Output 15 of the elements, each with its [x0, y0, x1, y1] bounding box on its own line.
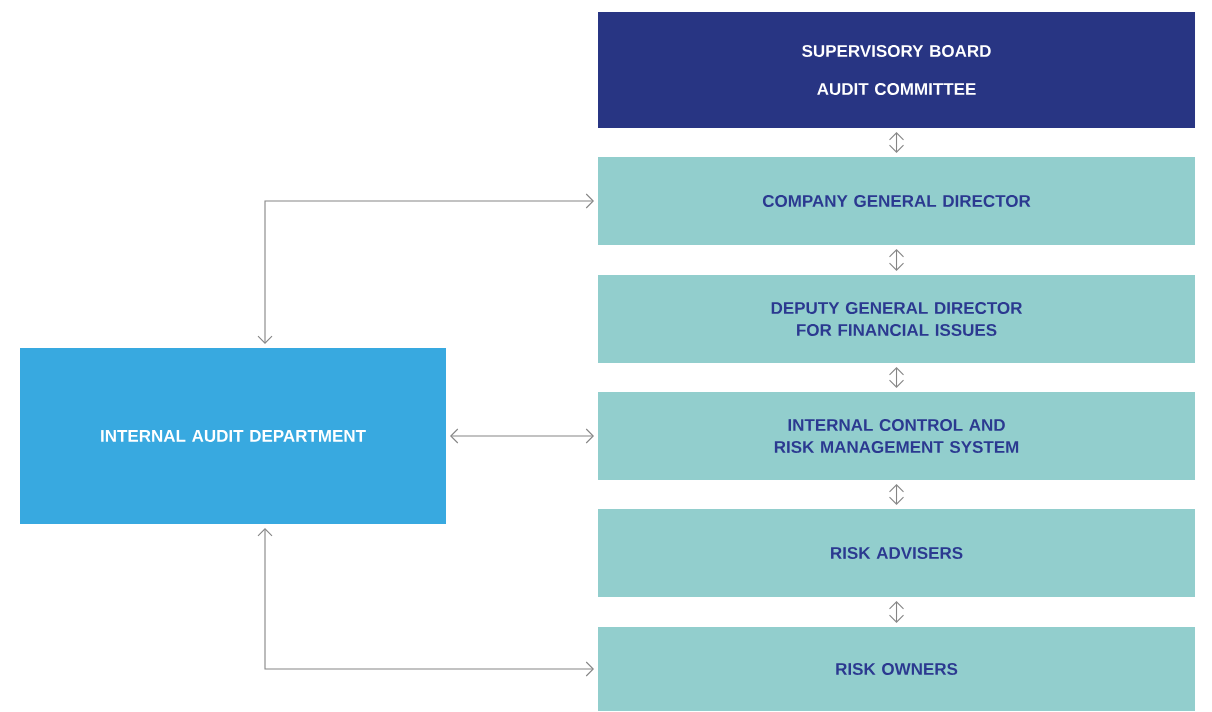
arrow — [257, 193, 594, 344]
arrow — [450, 428, 594, 444]
board-box: SUPERVISORY BOARD AUDIT COMMITTEE — [598, 12, 1195, 128]
process-box: COMPANY GENERAL DIRECTOR — [598, 157, 1195, 245]
arrow — [888, 132, 905, 153]
process-box: RISK ADVISERS — [598, 509, 1195, 597]
department-box: INTERNAL AUDIT DEPARTMENT — [20, 348, 446, 524]
arrow — [888, 249, 905, 271]
arrow — [888, 484, 905, 505]
arrow — [888, 601, 905, 623]
arrow — [888, 367, 905, 388]
process-box: RISK OWNERS — [598, 627, 1195, 711]
process-box: INTERNAL CONTROL AND RISK MANAGEMENT SYSTEM — [598, 392, 1195, 480]
arrow — [257, 528, 594, 677]
process-box: DEPUTY GENERAL DIRECTOR FOR FINANCIAL ISSUES — [598, 275, 1195, 363]
